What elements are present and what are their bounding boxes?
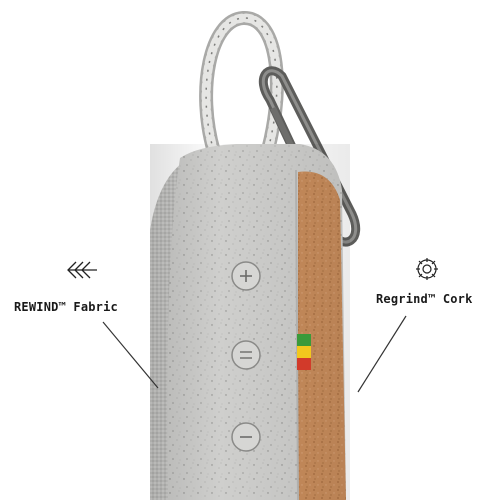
cork-pointer-line	[357, 315, 407, 393]
chevron-arrows-icon	[67, 261, 97, 279]
stripe-green	[297, 334, 311, 346]
rope-strap	[199, 11, 284, 159]
recycle-gear-icon	[416, 258, 438, 280]
stripe-yellow	[297, 346, 311, 358]
volume-down-button[interactable]	[231, 422, 261, 452]
volume-up-button[interactable]	[231, 261, 261, 291]
play-pause-button[interactable]	[231, 340, 261, 370]
cork-label: Regrind™ Cork	[376, 292, 473, 306]
fabric-pointer-line	[102, 321, 159, 389]
fabric-label: REWIND™ Fabric	[14, 300, 118, 314]
stripe-red	[297, 358, 311, 370]
